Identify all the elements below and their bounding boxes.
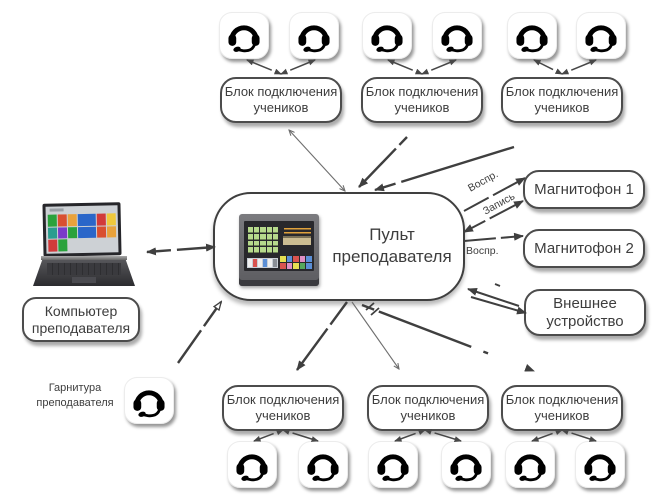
laptop-screen (42, 202, 122, 257)
block-label: учеников (534, 408, 590, 423)
block-label: Блок подключения (365, 84, 479, 99)
student-headset (432, 12, 482, 59)
student-headset (227, 441, 277, 488)
block-label: учеников (253, 100, 309, 115)
headset-icon (446, 447, 486, 483)
headset-icon (232, 447, 272, 483)
teacher-console-label: Пульт преподавателя (332, 225, 452, 266)
student-block-top-1: Блок подключения учеников (220, 77, 342, 123)
headset-icon (224, 18, 264, 54)
laptop-keyboard (33, 260, 135, 286)
teacher-computer-box: Компьютер преподавателя (22, 297, 140, 342)
student-block-bottom-3: Блок подключения учеников (501, 385, 623, 431)
student-headset (289, 12, 339, 59)
headset-icon (294, 18, 334, 54)
console-color-keypad (280, 256, 312, 269)
student-headset (507, 12, 557, 59)
console-display-text (284, 228, 311, 234)
signal-record-label: Запись (481, 190, 517, 218)
block-label: учеников (400, 408, 456, 423)
tape-recorder-1-box: Магнитофон 1 (523, 170, 645, 209)
teacher-computer-label: Компьютер (44, 302, 118, 319)
console-display (283, 236, 311, 245)
headset-icon (437, 18, 477, 54)
headset-icon (510, 447, 550, 483)
tape-recorder-2-label: Магнитофон 2 (534, 240, 634, 257)
external-device-label: устройство (546, 312, 624, 330)
student-block-bottom-2: Блок подключения учеников (367, 385, 489, 431)
console-green-keypad (248, 227, 278, 253)
student-headset (362, 12, 412, 59)
block-label: учеников (255, 408, 311, 423)
laptop-image (33, 199, 135, 288)
headset-icon (367, 18, 407, 54)
block-label: Блок подключения (505, 392, 619, 407)
student-headset (576, 12, 626, 59)
block-label: Блок подключения (371, 392, 485, 407)
block-label: учеников (394, 100, 450, 115)
student-headset (368, 441, 418, 488)
block-label: Блок подключения (226, 392, 340, 407)
headset-icon (303, 447, 343, 483)
external-device-label: Внешнее (553, 294, 617, 312)
student-headset (441, 441, 491, 488)
teacher-console-image (239, 214, 319, 286)
tape-recorder-1-label: Магнитофон 1 (534, 181, 634, 198)
headset-icon (580, 447, 620, 483)
student-headset (575, 441, 625, 488)
teacher-headset-label: Гарнитура преподавателя (36, 382, 114, 409)
student-block-top-3: Блок подключения учеников (501, 77, 623, 123)
tape-recorder-2-box: Магнитофон 2 (523, 229, 645, 268)
signal-playback-2-label: Воспр. (466, 245, 499, 257)
signal-playback-1-label: Воспр. (466, 168, 501, 195)
headset-icon (129, 383, 169, 419)
headset-icon (512, 18, 552, 54)
student-block-bottom-1: Блок подключения учеников (222, 385, 344, 431)
headset-icon (581, 18, 621, 54)
student-headset (298, 441, 348, 488)
console-button-strip (247, 258, 278, 268)
student-block-top-2: Блок подключения учеников (361, 77, 483, 123)
block-label: учеников (534, 100, 590, 115)
block-label: Блок подключения (505, 84, 619, 99)
laptop-start-screen (45, 205, 119, 254)
console-panel (244, 221, 314, 271)
student-headset (505, 441, 555, 488)
block-label: Блок подключения (224, 84, 338, 99)
laptop-hinge (41, 256, 127, 260)
student-headset (219, 12, 269, 59)
external-device-box: Внешнее устройство (524, 289, 646, 336)
teacher-headset (124, 377, 174, 424)
headset-icon (373, 447, 413, 483)
teacher-computer-label: преподавателя (31, 319, 131, 336)
